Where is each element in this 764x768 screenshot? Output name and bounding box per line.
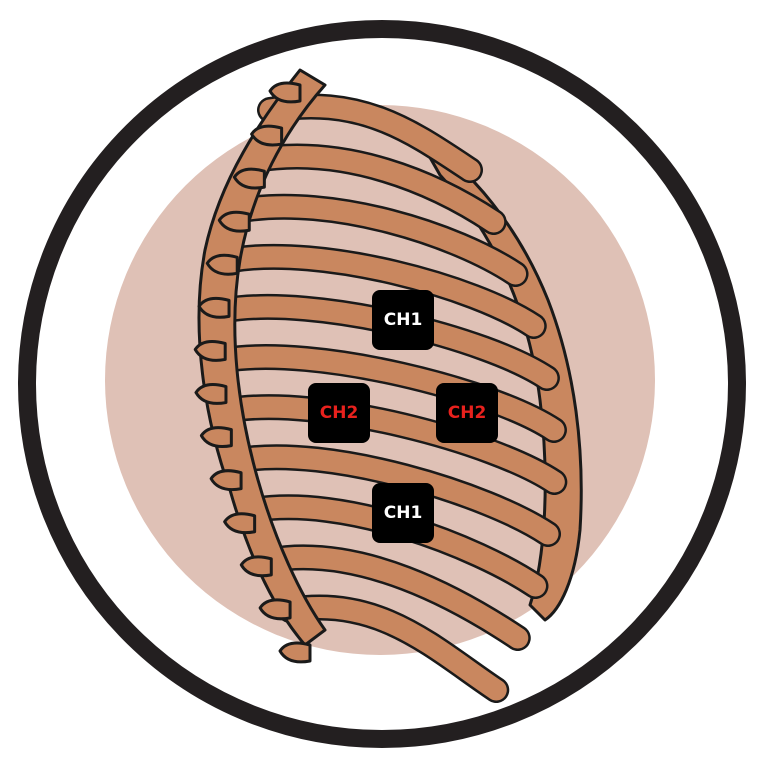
electrode-label: CH1 [384, 503, 423, 523]
vertebra [193, 339, 227, 362]
vertebra [205, 253, 239, 276]
vertebra [209, 469, 243, 492]
vertebra [232, 167, 266, 190]
vertebra [194, 383, 228, 405]
electrode-pad-ch1-lower: CH1 [372, 483, 434, 543]
rib [229, 446, 559, 545]
rib [244, 146, 505, 233]
vertebra [239, 555, 273, 578]
vertebra [278, 641, 312, 664]
rib [214, 346, 565, 441]
electrode-pad-ch2-left: CH2 [308, 383, 370, 443]
rib [221, 246, 545, 337]
vertebra [197, 296, 231, 319]
electrode-label: CH1 [384, 310, 423, 330]
vertebra [199, 426, 233, 448]
vertebra [223, 512, 257, 535]
ribs [212, 93, 568, 703]
electrode-pads: CH1 CH2 CH2 CH1 [308, 290, 498, 543]
vertebra [250, 124, 284, 147]
vertebra [258, 598, 292, 621]
rib [219, 396, 565, 493]
rib [231, 196, 527, 285]
rib-cage [193, 68, 583, 703]
vertebra [268, 81, 302, 104]
vertebrae [193, 81, 312, 664]
electrode-label: CH2 [320, 403, 359, 423]
rib [279, 596, 507, 701]
electrode-label: CH2 [448, 403, 487, 423]
electrode-pad-ch2-right: CH2 [436, 383, 498, 443]
electrode-pad-ch1-upper: CH1 [372, 290, 434, 350]
vertebra [217, 210, 251, 233]
rib [260, 546, 529, 649]
